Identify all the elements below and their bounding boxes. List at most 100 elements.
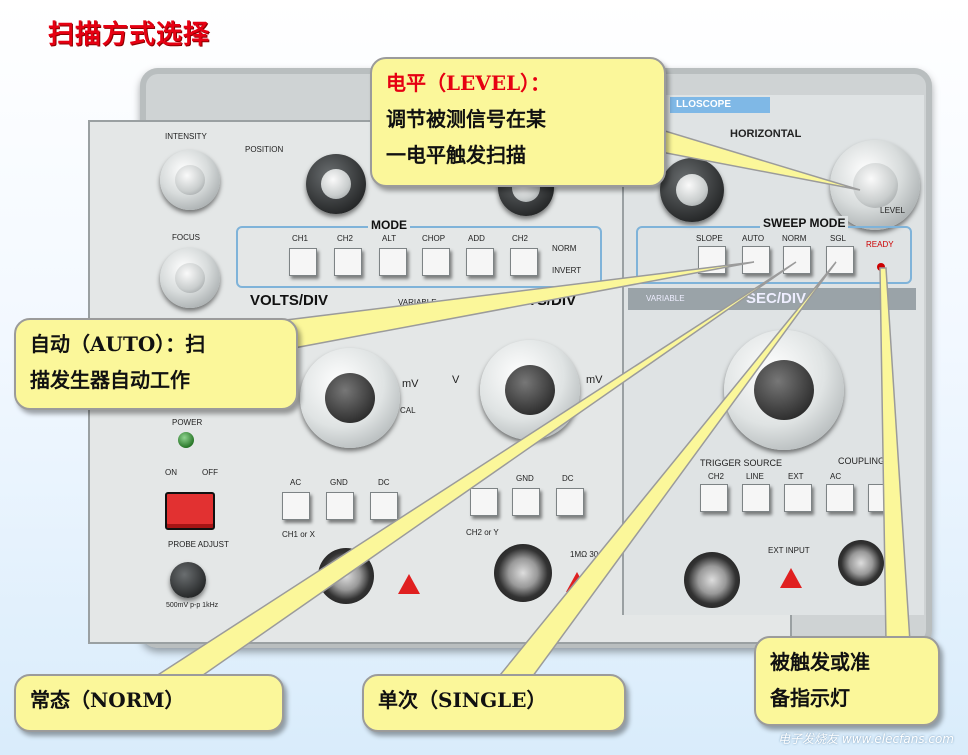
ch1-gnd-label: GND: [330, 478, 348, 487]
ch2-gnd-button[interactable]: [512, 488, 540, 516]
ch2-gnd-label: GND: [516, 474, 534, 483]
ch2-ac-button[interactable]: [470, 488, 498, 516]
trig-ac-label: AC: [830, 472, 842, 481]
warning-icon: [780, 568, 802, 588]
on-label: ON: [165, 468, 177, 477]
norm-callout: 常态（NORM）: [14, 674, 284, 732]
slide-title: 扫描方式选择: [48, 20, 211, 50]
sgl-button[interactable]: [826, 246, 854, 274]
focus-label: FOCUS: [172, 233, 200, 242]
level-callout-line2: 一电平触发扫描: [386, 143, 526, 167]
mode-ch1-button[interactable]: [289, 248, 317, 276]
ready-callout-line1: 被触发或准: [770, 650, 870, 674]
sgl-label: SGL: [830, 234, 847, 243]
brand-label: LLOSCOPE: [676, 99, 732, 110]
mode-ch2-invert-button[interactable]: [510, 248, 538, 276]
mode-group: [236, 226, 602, 288]
norm-callout-text: 常态（NORM）: [30, 688, 185, 712]
ch2-dc-button[interactable]: [556, 488, 584, 516]
position-label: POSITION: [245, 145, 284, 154]
mode-ch1-label: CH1: [292, 234, 309, 243]
ch1-ac-button[interactable]: [282, 492, 310, 520]
mv-label-2: mV: [586, 374, 603, 386]
auto-pointer: [268, 261, 755, 349]
cal-label: CAL: [400, 406, 416, 415]
norm-sweep-label: NORM: [782, 234, 807, 243]
watermark: 电子发烧友 www.elecfans.com: [778, 732, 954, 746]
trigger-source-label: TRIGGER SOURCE: [700, 458, 783, 468]
level-label: LEVEL: [880, 206, 905, 215]
ext-input-label: EXT INPUT: [768, 546, 810, 555]
sec-div-knob[interactable]: [724, 330, 844, 450]
mode-ch2-button[interactable]: [334, 248, 362, 276]
mode-add-button[interactable]: [466, 248, 494, 276]
probe-adjust-terminal: [170, 562, 206, 598]
mode-label: MODE: [368, 218, 410, 232]
volts-div-knob-ch1[interactable]: [300, 348, 400, 448]
trig-ac-button[interactable]: [826, 484, 854, 512]
v-label: V: [452, 374, 460, 386]
horizontal-label: HORIZONTAL: [730, 128, 802, 140]
single-callout: 单次（SINGLE）: [362, 674, 626, 732]
mode-ch2-label: CH2: [337, 234, 354, 243]
trig-line-label: LINE: [746, 472, 764, 481]
level-callout-line1: 调节被测信号在某: [386, 107, 546, 131]
single-callout-text: 单次（SINGLE）: [378, 688, 547, 712]
ext-bnc-connector[interactable]: [684, 552, 740, 608]
impedance-label: 1MΩ 30pF: [570, 550, 608, 559]
focus-knob[interactable]: [160, 248, 220, 308]
trig-ext-button[interactable]: [784, 484, 812, 512]
level-callout-title: 电平（LEVEL）：: [386, 71, 551, 95]
ready-led: [877, 263, 885, 271]
mode-alt-label: ALT: [382, 234, 397, 243]
mv-label: mV: [402, 378, 419, 390]
ready-pointer: [879, 267, 911, 643]
auto-callout-line2: 描发生器自动工作: [30, 368, 190, 392]
intensity-knob[interactable]: [160, 150, 220, 210]
ch2-dc-label: DC: [562, 474, 574, 483]
brand-strip: LLOSCOPE: [670, 97, 770, 113]
ch2-bnc-connector[interactable]: [494, 544, 552, 602]
sec-div-label: SEC/DIV: [746, 290, 807, 307]
mode-ch2b-label: CH2: [512, 234, 529, 243]
volts-div-label: VOLTS/DIV: [250, 292, 329, 309]
mode-add-label: ADD: [468, 234, 485, 243]
warning-icon: [398, 574, 420, 594]
level-callout: 电平（LEVEL）： 调节被测信号在某 一电平触发扫描: [370, 57, 666, 187]
mode-chop-label: CHOP: [422, 234, 446, 243]
probe-spec-label: 500mV p-p 1kHz: [166, 602, 219, 609]
position-knob-ch1[interactable]: [306, 154, 366, 214]
mode-chop-button[interactable]: [422, 248, 450, 276]
sweep-mode-label: SWEEP MODE: [760, 216, 849, 230]
ready-label: READY: [866, 240, 894, 249]
norm-label: NORM: [552, 244, 577, 253]
z-bnc-connector[interactable]: [838, 540, 884, 586]
auto-callout: 自动（AUTO）：扫 描发生器自动工作: [14, 318, 298, 410]
mode-alt-button[interactable]: [379, 248, 407, 276]
auto-button[interactable]: [742, 246, 770, 274]
off-label: OFF: [202, 468, 218, 477]
ready-callout-line2: 备指示灯: [770, 686, 850, 710]
trig-line-button[interactable]: [742, 484, 770, 512]
trig-ch2-label: CH2: [708, 472, 725, 481]
ch1-gnd-button[interactable]: [326, 492, 354, 520]
ch1-dc-button[interactable]: [370, 492, 398, 520]
auto-label: AUTO: [742, 234, 765, 243]
slope-label: SLOPE: [696, 234, 723, 243]
trig-ext-label: EXT: [788, 472, 804, 481]
intensity-label: INTENSITY: [165, 132, 207, 141]
trig-ch2-button[interactable]: [700, 484, 728, 512]
power-label: POWER: [172, 418, 203, 427]
variable-label-2: VARIABLE: [646, 294, 685, 303]
ch1-ac-label: AC: [290, 478, 302, 487]
ch2-y-label: CH2 or Y: [466, 528, 499, 537]
power-button[interactable]: [165, 492, 215, 530]
auto-callout-line1: 自动（AUTO）：扫: [30, 332, 206, 356]
horizontal-position-knob[interactable]: [660, 158, 724, 222]
ch1-dc-label: DC: [378, 478, 390, 487]
sec-div-strip: VARIABLE SEC/DIV: [628, 288, 916, 310]
norm-button[interactable]: [783, 246, 811, 274]
probe-adjust-label: PROBE ADJUST: [168, 540, 229, 549]
variable-label: VARIABLE: [398, 298, 437, 307]
